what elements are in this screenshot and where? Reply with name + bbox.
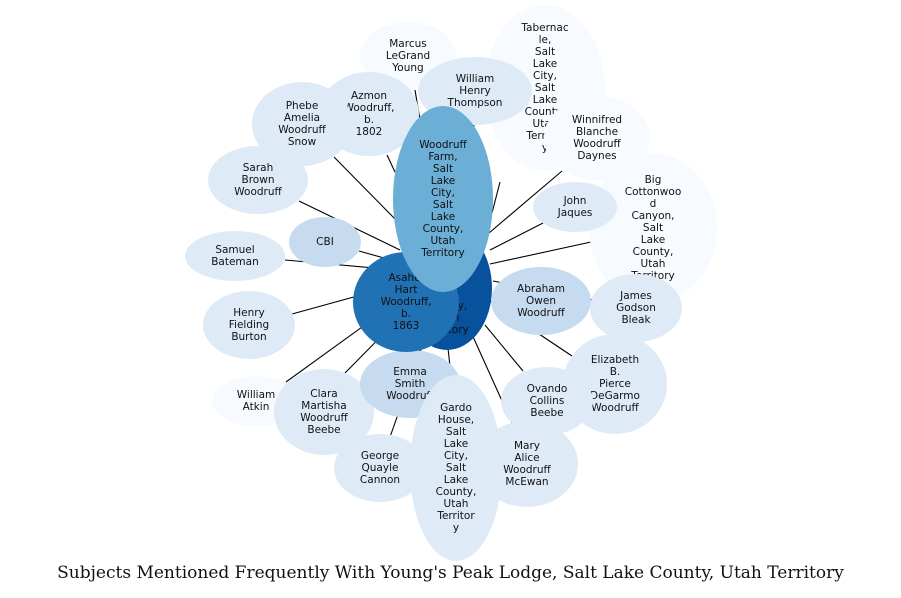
node-n13-shape bbox=[203, 291, 295, 359]
node-n9-label: CBI bbox=[316, 236, 334, 248]
edge-n2 bbox=[386, 154, 396, 173]
node-n6-shape bbox=[208, 146, 308, 214]
node-n9-shape bbox=[289, 217, 361, 267]
edge-n18 bbox=[484, 324, 524, 372]
edge-n7 bbox=[489, 241, 592, 265]
edge-n3 bbox=[333, 156, 399, 223]
node-n21-shape bbox=[410, 375, 502, 561]
node-n23-shape bbox=[393, 106, 493, 292]
node-n10-shape bbox=[185, 231, 285, 281]
node-n19-shape bbox=[334, 434, 426, 502]
edge-n5 bbox=[488, 170, 563, 234]
node-n16-shape bbox=[274, 369, 374, 455]
node-n5-shape bbox=[544, 96, 650, 180]
node-n9: CBI bbox=[289, 217, 361, 267]
diagram-caption: Subjects Mentioned Frequently With Young… bbox=[57, 563, 844, 583]
node-n8-shape bbox=[533, 182, 617, 232]
node-n7-shape bbox=[589, 153, 717, 303]
node-n18-shape bbox=[501, 367, 593, 435]
node-n11-shape bbox=[491, 267, 591, 335]
node-layer: Young'sPeakLodge,SaltLakeCounty,UtahTerr… bbox=[185, 5, 717, 561]
edge-n0 bbox=[491, 181, 501, 214]
node-n20-shape bbox=[476, 421, 578, 507]
node-n12-shape bbox=[590, 274, 682, 342]
node-n3-shape bbox=[252, 82, 352, 166]
edge-n8 bbox=[489, 221, 546, 251]
